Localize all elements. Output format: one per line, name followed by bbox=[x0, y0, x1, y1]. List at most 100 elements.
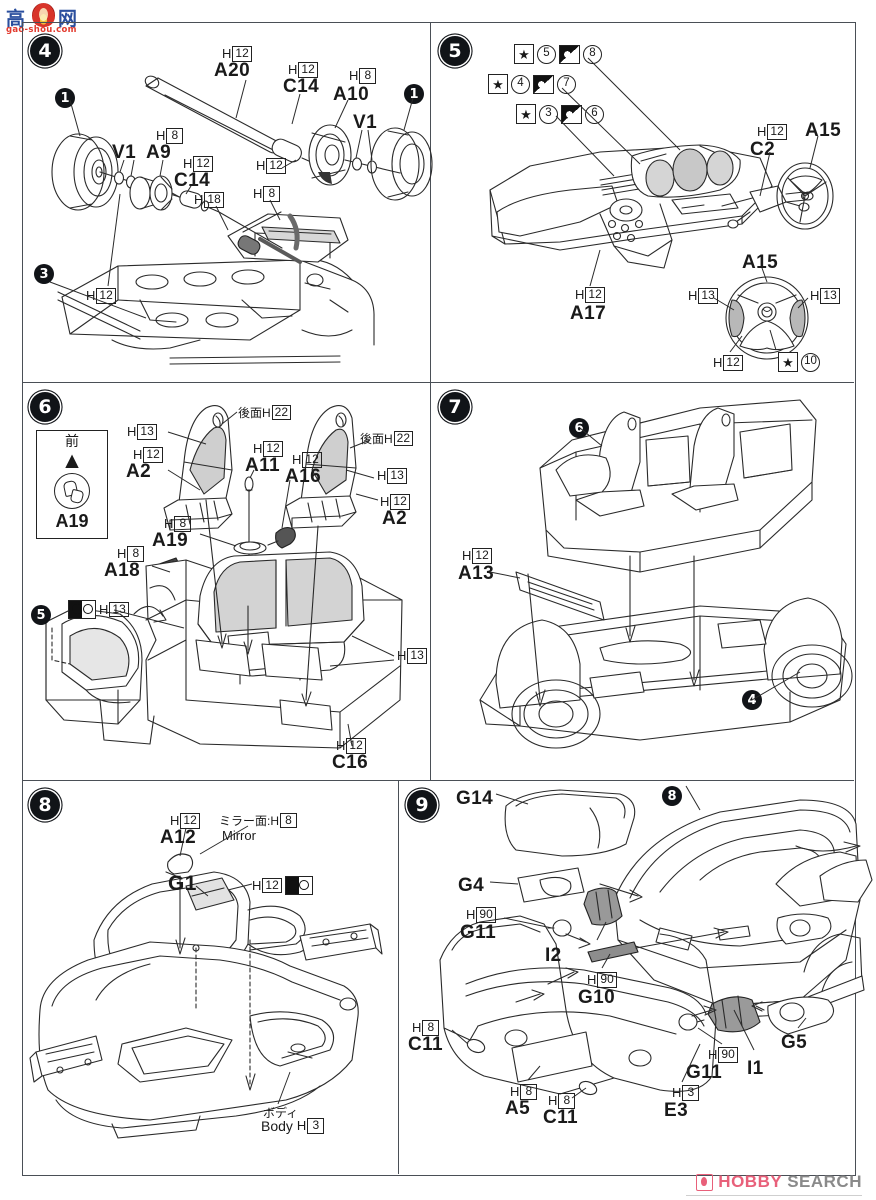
part-label-a9: A9 bbox=[146, 142, 172, 163]
star-icon: ★ bbox=[488, 74, 508, 94]
note-body-en: Body bbox=[261, 1118, 293, 1134]
divider-row-2 bbox=[22, 780, 854, 782]
watermark-gaoshou: 高 网 gao-shou.com bbox=[6, 2, 84, 36]
decal-marker-3: ★ 3 6 bbox=[516, 104, 604, 124]
part-label-a2-left: A2 bbox=[126, 461, 152, 482]
part-orientation-icon bbox=[54, 472, 90, 509]
divider-col-bottom bbox=[398, 780, 400, 1174]
part-label-c14-right: C14 bbox=[283, 76, 320, 97]
part-label-g14: G14 bbox=[456, 788, 494, 809]
part-label-g11-left: G11 bbox=[460, 922, 497, 943]
decal-pair-number: 8 bbox=[583, 44, 602, 64]
step7-sub-6: 6 bbox=[569, 418, 589, 438]
decal-marker-4: ★ 4 7 bbox=[488, 74, 576, 94]
divider-col-mid bbox=[430, 382, 432, 780]
watermark-char-left: 高 bbox=[6, 8, 26, 30]
logo-rule bbox=[686, 1195, 862, 1196]
part-label-i2: I2 bbox=[545, 945, 562, 966]
front-label-jp: 前 bbox=[65, 434, 79, 450]
decal-pair-number: 6 bbox=[585, 104, 604, 124]
part-label-a17: A17 bbox=[570, 303, 607, 324]
part-label-c14-left: C14 bbox=[174, 170, 211, 191]
part-label-a15-bottom: A15 bbox=[742, 252, 779, 273]
divider-row-1 bbox=[22, 382, 854, 384]
part-label-v1-right: V1 bbox=[353, 112, 378, 133]
part-label-e3: E3 bbox=[664, 1100, 689, 1121]
part-label-a16: A16 bbox=[285, 466, 322, 487]
hobby-search-primary: HOBBY bbox=[718, 1172, 783, 1191]
part-label-a20: A20 bbox=[214, 60, 251, 81]
step4-sub-1a: 1 bbox=[55, 88, 75, 108]
part-label-c11-bottom: C11 bbox=[543, 1107, 579, 1128]
decal-pair-number: 7 bbox=[557, 74, 576, 94]
step7-sub-4: 4 bbox=[742, 690, 762, 710]
hobby-search-logo: HOBBY SEARCH bbox=[686, 1172, 862, 1196]
front-direction-box: 前 ▲ A19 bbox=[36, 430, 108, 539]
half-gloss-icon bbox=[68, 600, 96, 619]
step-number-8: 8 bbox=[30, 790, 60, 820]
star-icon: ★ bbox=[514, 44, 534, 64]
part-label-c2: C2 bbox=[750, 139, 776, 160]
part-label-g10: G10 bbox=[578, 987, 616, 1008]
front-box-part: A19 bbox=[55, 510, 89, 531]
part-label-a12: A12 bbox=[160, 827, 197, 848]
step-number-6: 6 bbox=[30, 392, 60, 422]
decal-number: 3 bbox=[539, 104, 558, 124]
decal-arrow-icon bbox=[559, 44, 580, 64]
decal-arrow-icon bbox=[533, 74, 554, 94]
flame-logo-icon bbox=[32, 3, 55, 27]
watermark-char-right: 网 bbox=[58, 8, 78, 30]
step-number-7: 7 bbox=[440, 392, 470, 422]
part-label-a2-right: A2 bbox=[382, 508, 408, 529]
decal-marker-10: ★ 10 bbox=[778, 352, 820, 372]
step-number-4: 4 bbox=[30, 36, 60, 66]
note-mirror-en: Mirror bbox=[222, 828, 256, 843]
star-icon: ★ bbox=[516, 104, 536, 124]
decal-arrow-icon bbox=[561, 104, 582, 124]
note-body-jp: ボディ bbox=[263, 1106, 299, 1120]
step-number-9: 9 bbox=[407, 790, 437, 820]
step6-sub-5: 5 bbox=[31, 605, 51, 625]
part-label-a11: A11 bbox=[245, 455, 281, 476]
part-label-a18: A18 bbox=[104, 560, 141, 581]
part-label-a13: A13 bbox=[458, 563, 495, 584]
part-label-g11-right: G11 bbox=[686, 1062, 723, 1083]
decal-number: 10 bbox=[801, 352, 820, 372]
part-label-v1-left: V1 bbox=[112, 142, 137, 163]
part-label-i1: I1 bbox=[747, 1058, 764, 1079]
part-label-g1: G1 bbox=[168, 872, 197, 895]
watermark-url: gao-shou.com bbox=[6, 25, 77, 35]
